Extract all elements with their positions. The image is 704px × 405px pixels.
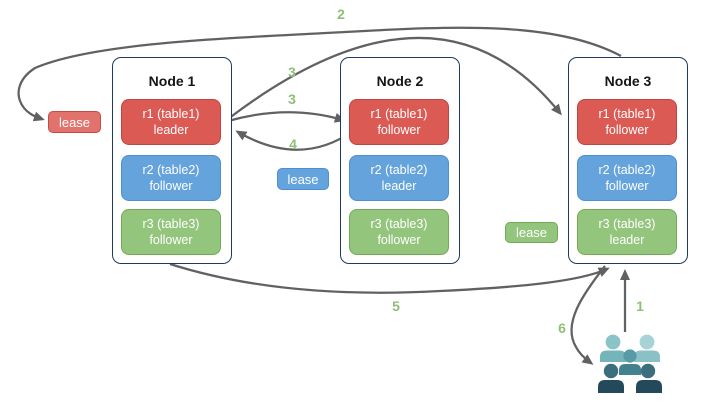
- replica-r3-table3-leader: r3 (table3) leader: [577, 209, 677, 255]
- replica-role: follower: [377, 233, 421, 247]
- replica-name: r3 (table3): [142, 217, 200, 231]
- replica-name: r3 (table3): [598, 217, 656, 231]
- replica-role: follower: [149, 233, 193, 247]
- node-title: Node 3: [604, 73, 652, 89]
- replica-r2-table2-follower: r2 (table2) follower: [577, 155, 677, 201]
- node-1: Node 1 r1 (table1) leader r2 (table2) fo…: [112, 57, 232, 264]
- node-2: Node 2 r1 (table1) follower r2 (table2) …: [340, 57, 460, 264]
- replica-r3-table3-follower: r3 (table3) follower: [121, 209, 221, 255]
- step-label-3b: 3: [288, 91, 296, 107]
- replica-role: follower: [605, 179, 649, 193]
- arrow-step-2: [17, 26, 622, 122]
- node-3: Node 3 r1 (table1) follower r2 (table2) …: [568, 57, 688, 264]
- replica-role: leader: [153, 123, 189, 137]
- replica-name: r1 (table1): [598, 107, 656, 121]
- replica-r1-table1-leader: r1 (table1) leader: [121, 99, 221, 145]
- arrow-step-3-to-node3: [227, 36, 562, 120]
- lease-badge-range1: lease: [48, 111, 101, 133]
- lease-badge-range3: lease: [505, 222, 558, 243]
- replica-name: r1 (table1): [142, 107, 200, 121]
- replica-role: leader: [609, 233, 645, 247]
- arrow-step-5: [169, 262, 610, 294]
- arrow-step-6: [570, 265, 606, 365]
- replica-r2-table2-leader: r2 (table2) leader: [349, 155, 449, 201]
- replica-r1-table1-follower: r1 (table1) follower: [577, 99, 677, 145]
- arrow-step-3-to-node2: [227, 111, 346, 123]
- replica-r2-table2-follower: r2 (table2) follower: [121, 155, 221, 201]
- step-label-5: 5: [392, 298, 400, 314]
- node-title: Node 2: [376, 73, 424, 89]
- replica-name: r1 (table1): [370, 107, 428, 121]
- replica-name: r2 (table2): [598, 163, 656, 177]
- replica-role: leader: [381, 179, 417, 193]
- node-title: Node 1: [148, 73, 196, 89]
- replica-role: follower: [605, 123, 649, 137]
- step-label-4: 4: [289, 136, 297, 152]
- replica-r1-table1-follower: r1 (table1) follower: [349, 99, 449, 145]
- users-group-icon: [598, 334, 662, 393]
- replica-role: follower: [377, 123, 421, 137]
- replica-name: r3 (table3): [370, 217, 428, 231]
- replica-r3-table3-follower: r3 (table3) follower: [349, 209, 449, 255]
- replica-name: r2 (table2): [142, 163, 200, 177]
- replica-name: r2 (table2): [370, 163, 428, 177]
- replica-role: follower: [149, 179, 193, 193]
- lease-badge-range2: lease: [277, 168, 329, 190]
- step-label-2: 2: [337, 6, 345, 22]
- step-label-1: 1: [636, 298, 644, 314]
- step-label-3a: 3: [288, 64, 296, 80]
- step-label-6: 6: [558, 320, 566, 336]
